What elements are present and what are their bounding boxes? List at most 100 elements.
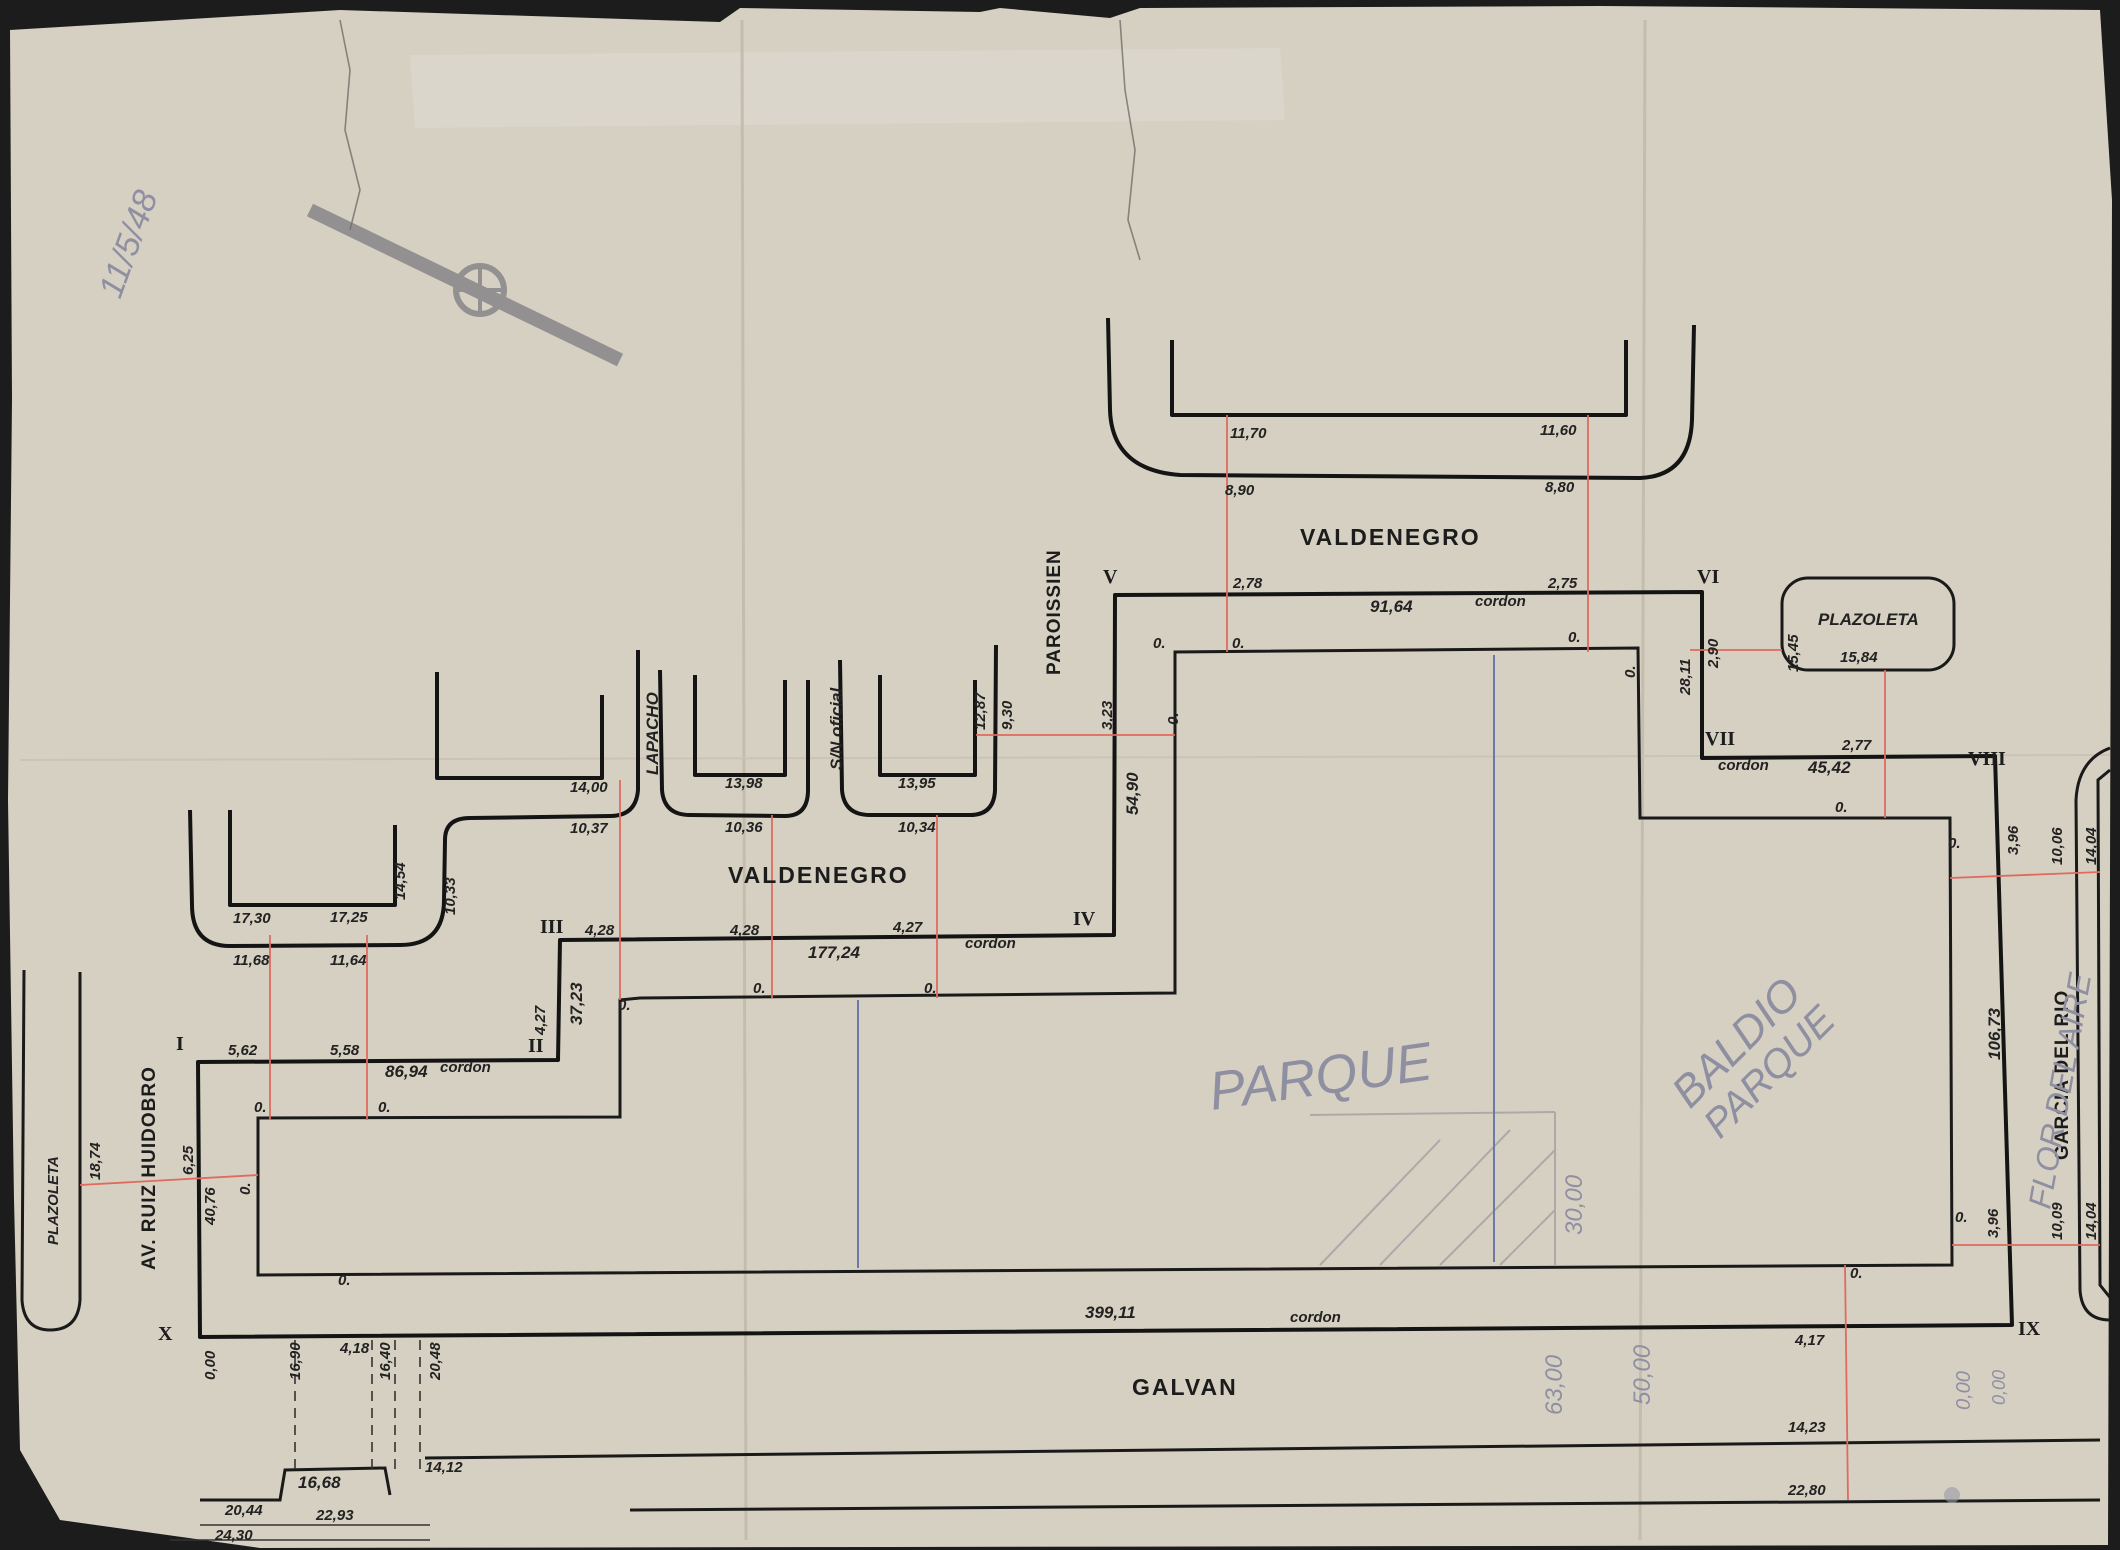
level-value: 11,60 — [1540, 422, 1577, 439]
level-value: 4,28 — [584, 922, 615, 939]
level-value: 4,17 — [1794, 1332, 1825, 1349]
street-lapacho: LAPACHO — [643, 692, 662, 775]
vertex-label: VII — [1705, 728, 1735, 750]
street-sn-oficial: S/N oficial — [827, 687, 846, 770]
segment-length: 91,64 — [1370, 597, 1413, 616]
level-value: 16,90 — [287, 1342, 304, 1380]
street-paroissien: PAROISSIEN — [1044, 549, 1065, 675]
cordon-label: cordon — [1475, 593, 1526, 610]
pen-sketch-icon — [306, 203, 624, 367]
zero-mark: 0. — [1835, 799, 1848, 816]
level-value: 13,98 — [725, 775, 763, 792]
level-value: 2,78 — [1232, 575, 1263, 592]
block-lapacho — [435, 672, 604, 780]
level-value: 14,04 — [2083, 827, 2100, 865]
level-value: 2,90 — [1705, 638, 1722, 669]
upper-block-outline — [1106, 317, 1696, 480]
level-value: 18,74 — [87, 1142, 104, 1180]
plazoleta-right-label: PLAZOLETA — [1818, 610, 1919, 629]
level-value: 11,68 — [233, 952, 270, 969]
level-value: 12,87 — [972, 692, 989, 730]
level-value: 4,27 — [892, 919, 923, 936]
level-value: 10,34 — [898, 819, 936, 836]
galvan-line-2 — [629, 1498, 2101, 1512]
vertex-label: I — [176, 1033, 184, 1055]
block-lapacho-edge — [188, 650, 640, 948]
plazoleta-left-label: PLAZOLETA — [45, 1156, 62, 1245]
level-value: 17,30 — [233, 910, 271, 927]
level-value: 9,30 — [999, 700, 1016, 730]
level-value: 11,64 — [330, 952, 367, 969]
zero-mark: 0. — [1850, 1265, 1863, 1282]
level-value: 20,48 — [427, 1342, 444, 1381]
tear-line — [339, 19, 361, 231]
galvan-line-1 — [424, 1438, 2101, 1460]
level-value: 3,23 — [1099, 700, 1116, 730]
lot-outline — [256, 646, 1954, 1277]
level-value: 16,68 — [298, 1473, 341, 1492]
property-perimeter — [196, 590, 2014, 1339]
level-value: 5,62 — [228, 1042, 258, 1059]
vertex-label: VIII — [1968, 748, 2006, 770]
vertex-label: II — [528, 1035, 544, 1057]
tear-line — [1119, 19, 1141, 261]
cordon-label: cordon — [965, 935, 1016, 952]
pencil-dim-30: 30,00 — [1561, 1174, 1588, 1235]
segment-length: 40,76 — [202, 1187, 219, 1226]
level-value: 8,80 — [1545, 479, 1575, 496]
vertex-label: IV — [1073, 908, 1096, 930]
level-value: 2,77 — [1841, 737, 1872, 754]
segment-length: 28,11 — [1677, 659, 1694, 696]
red-reference-lines — [79, 415, 2101, 1501]
level-value: 4,18 — [339, 1340, 370, 1357]
level-value: 0,00 — [1989, 1370, 2009, 1405]
zero-mark: 0. — [1153, 635, 1166, 652]
cordon-label: cordon — [1718, 757, 1769, 774]
block-left-inner — [228, 810, 397, 907]
level-value: 0,00 — [202, 1350, 219, 1380]
level-value: 14,00 — [570, 779, 608, 796]
level-value: 10,36 — [725, 819, 763, 836]
zero-mark: 0. — [1232, 635, 1245, 652]
level-value: 14,12 — [425, 1459, 463, 1476]
zero-mark: 0. — [1955, 1209, 1968, 1226]
zero-mark: 0. — [237, 1182, 254, 1195]
segment-length: 106,73 — [1985, 1007, 2004, 1060]
block-sn-inner — [693, 675, 787, 777]
garcia-del-rio-edge-2 — [2096, 768, 2114, 1301]
level-value: 15,84 — [1840, 649, 1878, 666]
level-value: 6,25 — [180, 1145, 197, 1175]
cordon-label: cordon — [1290, 1309, 1341, 1326]
galvan-stub — [200, 1466, 392, 1502]
level-value: 8,90 — [1225, 482, 1255, 499]
street-valdenegro-mid: VALDENEGRO — [728, 862, 909, 888]
zero-mark: 0. — [338, 1272, 351, 1289]
vertex-label: V — [1103, 566, 1118, 588]
level-value: 14,23 — [1788, 1419, 1826, 1436]
pencil-dim-63: 63,00 — [1541, 1354, 1568, 1415]
level-value: 24,30 — [214, 1527, 253, 1544]
vertex-label: III — [540, 916, 564, 938]
level-value: 16,40 — [377, 1342, 394, 1380]
zero-mark: 0. — [924, 980, 937, 997]
upper-block-inner — [1170, 340, 1628, 417]
pencil-hatch — [1309, 1111, 1556, 1266]
level-value: 20,44 — [224, 1502, 263, 1519]
level-value: 22,93 — [315, 1507, 354, 1524]
plazoleta-right-box — [1780, 576, 1956, 672]
level-value: 10,37 — [570, 820, 608, 837]
street-valdenegro-top: VALDENEGRO — [1300, 524, 1481, 550]
zero-mark: 0. — [378, 1099, 391, 1116]
level-value: 4,28 — [729, 922, 760, 939]
level-value: 4,27 — [532, 1005, 549, 1036]
street-galvan: GALVAN — [1132, 1374, 1238, 1400]
zero-mark: 0. — [1165, 712, 1182, 725]
vertex-label: X — [158, 1323, 173, 1345]
level-value: 22,80 — [1787, 1482, 1826, 1499]
pin-hole — [1944, 1487, 1960, 1503]
level-value: 3,96 — [2005, 825, 2022, 855]
vertex-label: IX — [2018, 1318, 2041, 1340]
level-value: 17,25 — [330, 909, 368, 926]
zero-mark: 0. — [254, 1099, 267, 1116]
fold-line — [1638, 19, 1647, 1541]
